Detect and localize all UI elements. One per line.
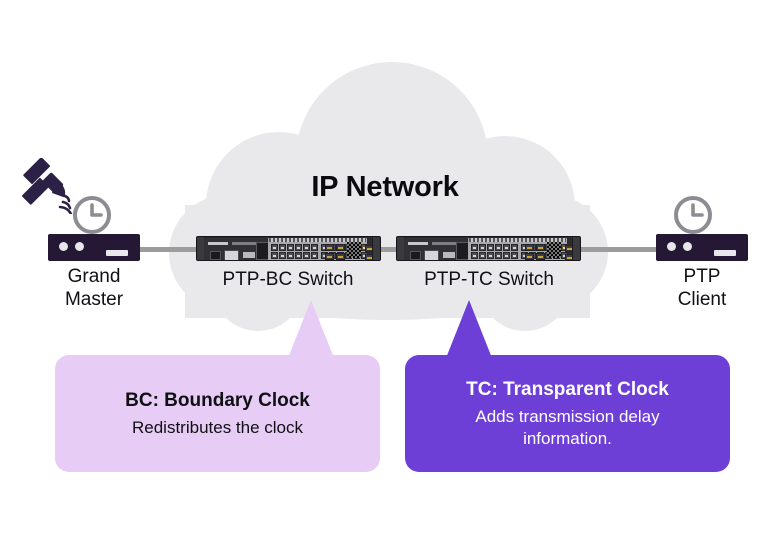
callout-boundary-clock: BC: Boundary Clock Redistributes the clo… (55, 355, 380, 472)
sfp-port (536, 244, 545, 251)
label-grand-master: Grand Master (29, 265, 159, 311)
rj45-port (303, 244, 310, 251)
link-bc-to-tc (374, 247, 404, 252)
sfp-port-group-1 (325, 244, 345, 260)
rj45-port (511, 252, 518, 259)
clock-icon-grand-master (73, 196, 111, 234)
port-slot (714, 250, 736, 256)
sfp-port-group-1 (525, 244, 545, 260)
rj45-port (271, 252, 278, 259)
vendor-logo (408, 242, 428, 245)
device-grand-master (48, 234, 140, 261)
management-port (210, 251, 221, 260)
bezel-right (372, 237, 380, 260)
callout-title: TC: Transparent Clock (466, 378, 669, 400)
rj45-port (287, 244, 294, 251)
rj45-port (471, 244, 478, 251)
callout-tail-bc (288, 300, 334, 358)
cloud-title: IP Network (311, 171, 459, 203)
callout-body: Redistributes the clock (131, 417, 304, 437)
usb-port (243, 252, 255, 258)
sfp-port (525, 253, 534, 260)
sfp-port (325, 244, 334, 251)
link-tc-to-client (574, 247, 660, 252)
rj45-port (487, 244, 494, 251)
sfp-port (336, 244, 345, 251)
management-port (410, 251, 421, 260)
sfp-port (336, 253, 345, 260)
sfp-port (525, 244, 534, 251)
switch-ptp-bc (196, 236, 381, 261)
callout-transparent-clock: TC: Transparent Clock Adds transmission … (405, 355, 730, 472)
model-text (432, 242, 458, 245)
rj45-port (295, 244, 302, 251)
label-line-2: Master (64, 289, 124, 310)
rj45-port (511, 244, 518, 251)
label-ptp-bc-switch: PTP-BC Switch (222, 269, 354, 290)
console-port (224, 250, 239, 260)
rj45-port (311, 252, 318, 259)
status-led (683, 242, 692, 251)
port-led-strip (469, 238, 566, 242)
rj45-port (495, 244, 502, 251)
rj45-port-group-1 (271, 244, 318, 259)
label-ptp-client: PTP Client (637, 265, 767, 311)
rj45-port (295, 252, 302, 259)
front-panel-left (404, 238, 473, 260)
sfp-port (536, 253, 545, 260)
rj45-port-group-1 (471, 244, 518, 259)
sfp-port (325, 253, 334, 260)
rj45-port (279, 244, 286, 251)
callout-title: BC: Boundary Clock (125, 389, 310, 411)
link-gm-to-bc (136, 247, 212, 252)
status-led (75, 242, 84, 251)
rj45-port (503, 252, 510, 259)
model-text (232, 242, 258, 245)
callout-tail-tc (446, 300, 492, 358)
rj45-port (271, 244, 278, 251)
rj45-port (479, 244, 486, 251)
rj45-port (479, 252, 486, 259)
rj45-port (495, 252, 502, 259)
rj45-port (503, 244, 510, 251)
port-slot (106, 250, 128, 256)
rj45-port (303, 252, 310, 259)
label-line-2: Client (677, 289, 727, 310)
rj45-port (287, 252, 294, 259)
switch-ptp-tc (396, 236, 581, 261)
rj45-port (471, 252, 478, 259)
status-led (59, 242, 68, 251)
label-ptp-tc-switch: PTP-TC Switch (424, 269, 554, 290)
rj45-port (279, 252, 286, 259)
status-led (667, 242, 676, 251)
label-line-1: Grand (67, 266, 121, 287)
ventilation-grille (347, 242, 361, 258)
callout-body: Adds transmission delay information. (475, 406, 660, 448)
label-line-1: PTP (683, 266, 721, 287)
vendor-logo (208, 242, 228, 245)
satellite-icon (22, 158, 73, 214)
console-port (424, 250, 439, 260)
clock-icon-ptp-client (674, 196, 712, 234)
bezel-right (572, 237, 580, 260)
ventilation-grille (547, 242, 561, 258)
rj45-port (487, 252, 494, 259)
usb-port (443, 252, 455, 258)
port-led-strip (269, 238, 366, 242)
front-panel-left (204, 238, 273, 260)
rj45-port (311, 244, 318, 251)
device-ptp-client (656, 234, 748, 261)
